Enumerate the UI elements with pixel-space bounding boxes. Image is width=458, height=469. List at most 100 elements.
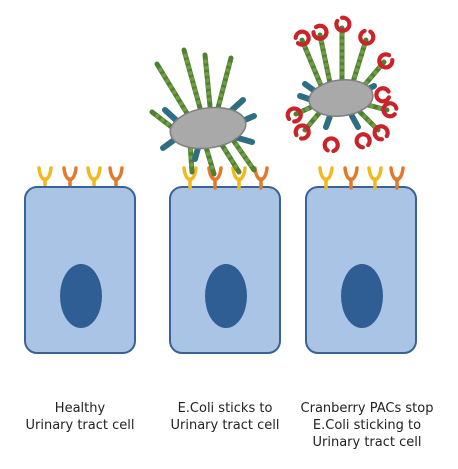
pilus-bead: [155, 113, 160, 119]
pilus-bead: [219, 93, 224, 98]
cranberry-pac: [322, 136, 340, 154]
cell-nucleus: [341, 264, 383, 328]
pilus-bead: [196, 100, 201, 105]
pilus-bead: [304, 106, 310, 112]
pilus-bead: [183, 53, 188, 58]
pilus-bead: [222, 80, 227, 86]
adhesin: [162, 107, 179, 123]
pilus-bead: [204, 71, 210, 77]
pilus-bead: [339, 45, 345, 50]
cranberry-pac: [311, 23, 329, 41]
cell-nucleus: [60, 264, 102, 328]
pilus-bead: [188, 148, 193, 153]
pilus-bead: [366, 118, 372, 124]
caption-healthy-line-2: Urinary tract cell: [25, 418, 135, 433]
pilus-bead: [339, 58, 345, 63]
pilus-bead: [241, 152, 246, 158]
adhesin: [160, 137, 177, 151]
pilus-bead: [360, 49, 365, 55]
caption-pacs-blocking: Cranberry PACs stop E.Coli sticking to U…: [292, 400, 442, 451]
pac-ring: [293, 29, 311, 47]
pac-ring: [334, 15, 352, 33]
pilus-bead: [248, 162, 253, 168]
cranberry-pac: [285, 106, 303, 124]
caption-ecoli-line-1: E.Coli sticks to: [177, 401, 273, 416]
pilus-bead: [314, 73, 320, 79]
cranberry-pac: [358, 28, 376, 46]
pilus: [181, 47, 203, 111]
caption-ecoli-attached: E.Coli sticks to Urinary tract cell: [150, 400, 300, 434]
panel-ecoli-attached: [149, 47, 281, 354]
receptor-icon: [62, 166, 78, 190]
pilus-bead: [307, 121, 313, 127]
pilus: [350, 37, 369, 85]
pilus-bead: [165, 121, 170, 127]
pilus-bead: [312, 67, 317, 73]
pilus-bead: [373, 70, 378, 75]
pilus-bead: [205, 84, 211, 90]
pilus-bead: [204, 65, 209, 70]
pilus-bead: [168, 84, 173, 89]
receptor-icon: [207, 166, 223, 190]
cell-nucleus: [205, 264, 247, 328]
caption-ecoli-line-2: Urinary tract cell: [170, 418, 280, 433]
pac-ring: [311, 23, 329, 41]
receptor-icon: [318, 166, 334, 190]
pilus-strand: [154, 61, 191, 118]
e-coli-bacterium: [293, 25, 390, 133]
pac-ring: [381, 101, 399, 119]
pilus-bead: [371, 123, 376, 128]
pilus-bead: [223, 148, 228, 153]
pilus-bead: [165, 78, 170, 84]
pilus-bead: [234, 142, 239, 148]
pilus: [317, 32, 333, 86]
pilus: [154, 61, 191, 118]
pac-ring: [358, 28, 376, 46]
pilus-bead: [175, 95, 180, 101]
pilus-bead: [189, 162, 194, 167]
pilus-bead: [172, 90, 177, 95]
adhesin: [192, 145, 201, 162]
pilus-bead: [191, 82, 196, 88]
pilus: [202, 52, 213, 109]
pilus-bead: [358, 55, 363, 61]
pilus-bead: [304, 49, 310, 55]
receptor-icon: [253, 166, 269, 190]
pac-ring: [293, 123, 311, 141]
pilus-bead: [223, 74, 229, 79]
pilus-bead: [324, 62, 329, 68]
adhesin: [349, 113, 361, 130]
pilus-bead: [209, 165, 215, 170]
pilus-bead: [225, 68, 230, 73]
pilus-bead: [207, 97, 212, 102]
pilus-bead: [185, 59, 190, 64]
pilus: [299, 37, 325, 91]
caption-pacs-line-2: E.Coli sticking to: [312, 418, 422, 433]
pilus-bead: [325, 68, 330, 74]
pilus-bead: [339, 51, 345, 57]
cranberry-pac: [293, 123, 311, 141]
receptor-icon: [367, 166, 383, 190]
pilus-bead: [320, 44, 325, 50]
pac-ring: [372, 124, 390, 142]
pilus-bead: [220, 87, 226, 92]
pilus-bead: [193, 88, 198, 93]
panel-healthy: [24, 166, 136, 354]
caption-healthy-line-1: Healthy: [54, 401, 106, 416]
pilus-bead: [233, 164, 238, 169]
pilus-bead: [377, 105, 382, 111]
pilus-bead: [161, 73, 167, 78]
receptor-icon: [108, 166, 124, 190]
pac-ring: [322, 136, 340, 154]
pilus-bead: [326, 74, 331, 80]
pilus-bead: [188, 71, 193, 76]
caption-pacs-line-1: Cranberry PACs stop: [300, 401, 434, 416]
pilus-bead: [194, 94, 199, 99]
cranberry-pac: [293, 29, 311, 47]
e-coli-bacterium-body: [169, 106, 247, 150]
adhesin: [229, 97, 246, 113]
pilus-bead: [362, 114, 367, 119]
pilus-bead: [178, 101, 184, 106]
pilus-bead: [309, 61, 315, 67]
